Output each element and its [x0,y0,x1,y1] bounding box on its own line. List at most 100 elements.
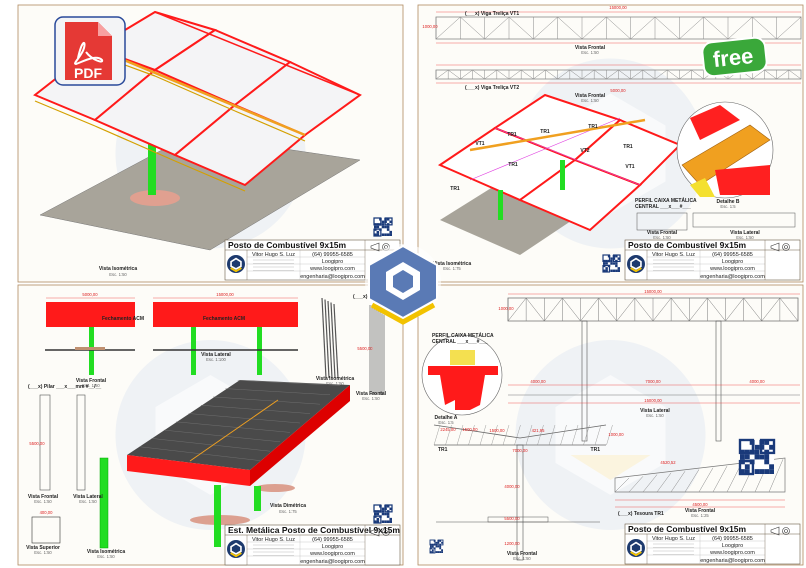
drawing-label: Vista Frontal [575,93,606,99]
steel-column [516,444,524,561]
drawing-label: Vista Frontal [356,391,387,397]
projection-symbol-icon [370,527,390,537]
truss-diagonal [703,16,729,40]
company-name: Loogipro [722,543,743,549]
title-block-title: Posto de Combustível 9x15m [628,524,747,534]
drawing-label: Vista Superior [26,545,60,551]
steel-column [254,486,261,511]
truss-web [154,75,236,112]
drawing-label: Esc. 1:50 [97,554,115,559]
column-isometric [99,457,109,549]
steel-column [715,320,722,442]
drawing-label: TR1 [450,186,460,192]
phone-number: (64) 99955-6585 [712,536,753,542]
designer-name: Vitor Hugo S. Luz [652,252,695,258]
projection-symbol-icon [770,526,790,536]
truss-diagonal [508,69,522,80]
drawing-label: Vista Frontal [685,508,716,514]
drawing-label: Esc. 1:50 [109,272,127,277]
drawing-label: Detalhe B [716,199,739,205]
truss-diagonal [594,69,607,80]
designer-name: Vitor Hugo S. Luz [652,536,695,542]
truss-diagonal [779,297,799,322]
free-badge-icon: free [701,36,768,78]
truss-diagonal [691,69,704,80]
drawing-label: Esc. 1:50 [34,499,52,504]
company-name: Loogipro [322,544,343,550]
steel-column [257,327,262,375]
loogipro-logo-icon [227,255,245,273]
drawing-label: Vista Lateral [640,408,670,414]
truss-diagonal [642,69,656,80]
drawing-label: 15000,00 [609,5,627,10]
truss-beam-vt1 [435,16,802,40]
drawing-label: Esc. 1:50 [326,381,344,386]
company-name: Loogipro [322,259,343,265]
projection-symbol-icon [770,242,790,252]
company-name: Loogipro [722,259,743,265]
truss-diagonal [562,297,581,322]
truss-diagonal [581,16,607,40]
steel-column [560,160,565,190]
acm-cladding-front [46,302,135,327]
drawing-label: Esc. 1:50 [653,235,671,240]
truss-diagonal [654,16,680,40]
drawing-label: (___x) Viga Treliça VT2 [465,85,519,91]
watermark-logo [515,340,706,530]
truss-diagonal [533,16,558,40]
drawing-label: Esc. 1:5 [438,420,454,425]
drawing-label: 7000,00 [512,448,528,453]
column-footing [255,484,295,492]
central-logo-icon [365,244,441,325]
truss-diagonal [507,297,527,322]
truss-diagonal [435,16,461,40]
drawing-label: Vista Lateral [730,230,760,236]
column-top-view [31,516,61,544]
drawing-label: PERFIL CAIXA METÁLICA [432,332,494,339]
qr-code-icon [373,504,393,524]
drawing-label: 400,00 [40,510,53,515]
truss-diagonal [707,297,726,322]
drawing-label: TR1 [591,447,601,453]
truss-diagonal [743,297,762,322]
truss-diagonal [788,69,802,80]
website-link: www.loogipro.com [709,266,755,272]
drawing-label: 4000,00 [530,379,546,384]
roof-dimetric-view [127,380,350,486]
roof-fascia-front [127,455,250,486]
central-ridge-beam [469,118,646,152]
profile-side-view [692,212,796,228]
title-block-title: Est. Metálica Posto de Combustível 9x15m [228,525,400,535]
truss-diagonal [725,297,744,322]
truss-diagonal [581,69,595,80]
phone-number: (64) 99955-6585 [712,252,753,258]
phone-number: (64) 99955-6585 [312,537,353,543]
truss-diagonal [776,16,802,40]
email-address: engenharia@loogipro.com [300,559,365,565]
truss-diagonal [598,297,617,322]
truss-diagonal [752,16,777,40]
truss-diagonal [752,69,765,80]
steel-column [498,190,503,220]
drawing-label: 2245,00 [440,427,456,432]
website-link: www.loogipro.com [709,550,755,556]
pdf-label: PDF [74,65,102,81]
truss-web [234,110,306,142]
website-link: www.loogipro.com [309,551,355,557]
truss-diagonal [670,297,690,322]
column-footing [130,190,180,206]
truss-diagonal [557,69,570,80]
drawing-label: Esc. 1:50 [34,550,52,555]
email-address: engenharia@loogipro.com [700,274,765,280]
truss-diagonal [472,69,485,80]
drawing-label: 4000,00 [504,484,520,489]
truss-diagonal [484,16,510,40]
drawing-label: Esc. 1:75 [279,509,297,514]
truss-diagonal [545,69,558,80]
truss-diagonal [618,69,631,80]
drawing-label: Vista Frontal [647,230,678,236]
drawing-label: Esc. 1:25 [691,513,709,518]
